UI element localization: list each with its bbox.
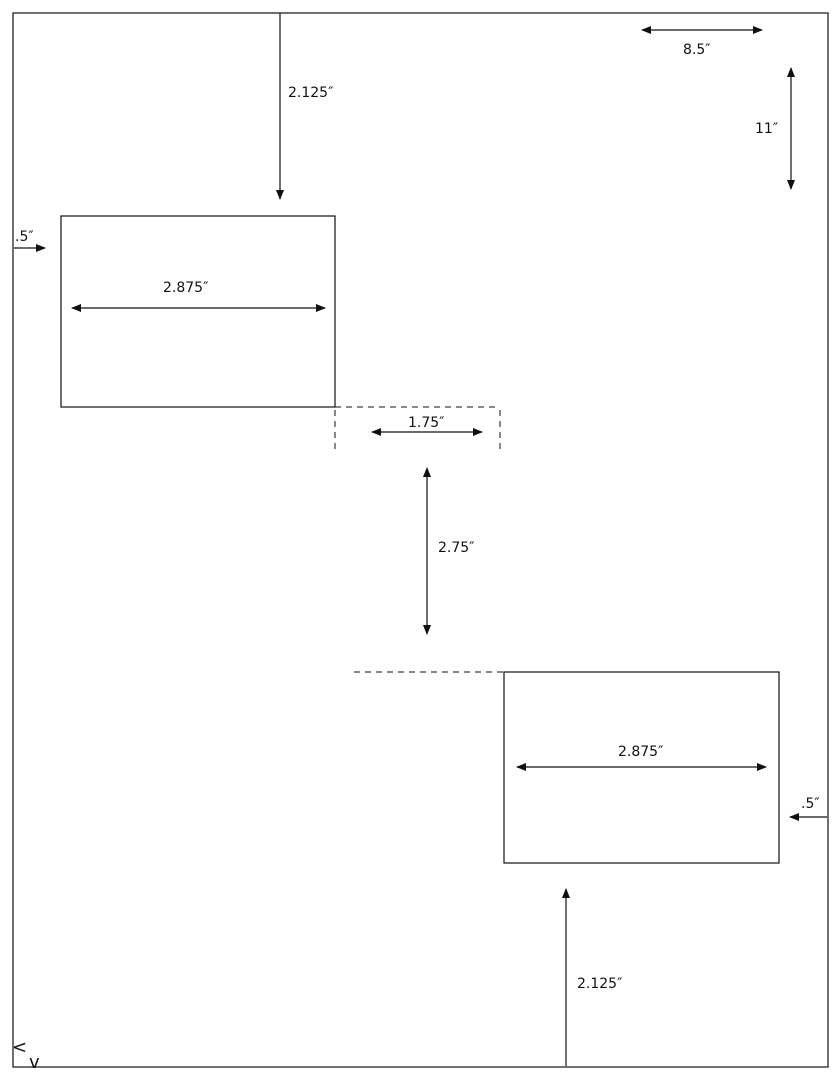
label-left-margin: .5″ bbox=[15, 229, 34, 245]
page-outline bbox=[12, 12, 829, 1068]
label-right-margin: .5″ bbox=[801, 796, 820, 812]
card-outline-top-left bbox=[60, 215, 336, 408]
label-bottom-offset: 2.125″ bbox=[577, 976, 622, 992]
label-vertical-gap: 2.75″ bbox=[438, 540, 474, 556]
label-page-height: 11″ bbox=[755, 121, 778, 137]
label-card2-width: 2.875″ bbox=[618, 744, 663, 760]
corner-mark-down: v bbox=[29, 1052, 40, 1073]
corner-mark-left: < bbox=[12, 1037, 27, 1058]
label-top-offset: 2.125″ bbox=[288, 85, 333, 101]
label-page-width: 8.5″ bbox=[683, 42, 711, 58]
label-horizontal-gap: 1.75″ bbox=[408, 415, 444, 431]
label-card1-width: 2.875″ bbox=[163, 280, 208, 296]
card-outline-bottom-right bbox=[503, 671, 780, 864]
